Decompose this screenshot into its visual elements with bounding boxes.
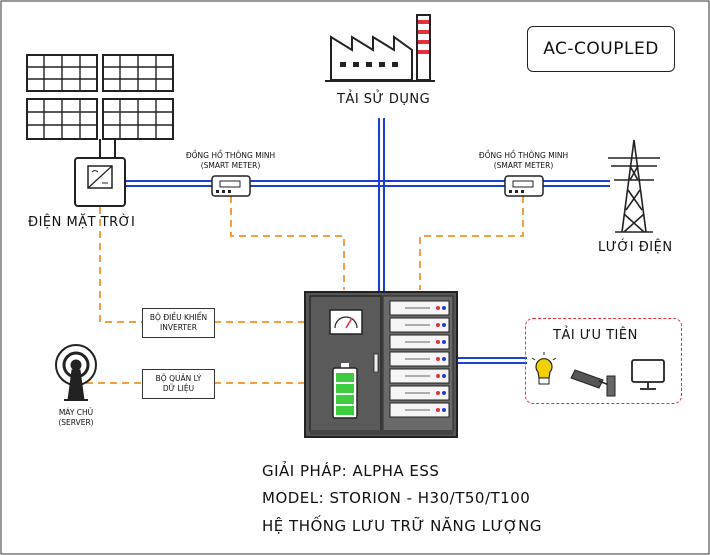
smart-meter-left-label: ĐỒNG HỒ THÔNG MINH (SMART METER)	[178, 151, 283, 171]
meter-left-line1: ĐỒNG HỒ THÔNG MINH	[185, 151, 276, 160]
data-lines	[86, 196, 524, 384]
cctv-camera-icon	[570, 369, 616, 397]
monitor-icon	[631, 359, 665, 390]
coupling-type-title: AC-COUPLED	[527, 26, 675, 72]
smart-meter-icon	[504, 175, 544, 197]
solar-label: ĐIỆN MẶT TRỜI	[28, 215, 136, 230]
grid-label: LƯỚI ĐIỆN	[598, 240, 673, 255]
smart-meter-icon	[211, 175, 251, 197]
data-mgr-line1: BỘ QUẢN LÝ	[155, 374, 202, 383]
footer-solution: GIẢI PHÁP: ALPHA ESS	[262, 462, 440, 480]
priority-load-label: TẢI ƯU TIÊN	[553, 328, 638, 343]
solar-panel-icon	[26, 54, 174, 158]
data-mgr-line2: DỮ LIỆU	[162, 384, 195, 393]
meter-right-line1: ĐỒNG HỒ THÔNG MINH	[478, 151, 569, 160]
server-line1: MÁY CHỦ	[58, 408, 94, 417]
ess-cabinet	[304, 291, 458, 438]
meter-left-line2: (SMART METER)	[200, 161, 261, 170]
inverter-ctrl-line2: INVERTER	[160, 323, 197, 332]
server-line2: (SERVER)	[58, 418, 94, 427]
priority-load-box	[525, 318, 682, 404]
lightbulb-icon	[531, 352, 557, 385]
smart-meter-right-label: ĐỒNG HỒ THÔNG MINH (SMART METER)	[471, 151, 576, 171]
footer-system: HỆ THỐNG LƯU TRỮ NĂNG LƯỢNG	[262, 517, 542, 535]
load-label: TẢI SỬ DỤNG	[337, 92, 431, 107]
inverter-icon	[74, 157, 126, 207]
meter-right-line2: (SMART METER)	[493, 161, 554, 170]
server-label: MÁY CHỦ (SERVER)	[46, 408, 106, 428]
inverter-controller-box: BỘ ĐIỀU KHIỂN INVERTER	[142, 308, 215, 338]
footer-model: MODEL: STORION - H30/T50/T100	[262, 489, 531, 507]
server-antenna-icon	[55, 344, 97, 401]
inverter-ctrl-line1: BỘ ĐIỀU KHIỂN	[149, 313, 208, 322]
battery-icon	[332, 363, 358, 419]
transmission-tower-icon	[608, 139, 660, 233]
gauge-icon	[329, 309, 363, 335]
data-manager-box: BỘ QUẢN LÝ DỮ LIỆU	[142, 369, 215, 399]
factory-icon	[325, 14, 435, 82]
